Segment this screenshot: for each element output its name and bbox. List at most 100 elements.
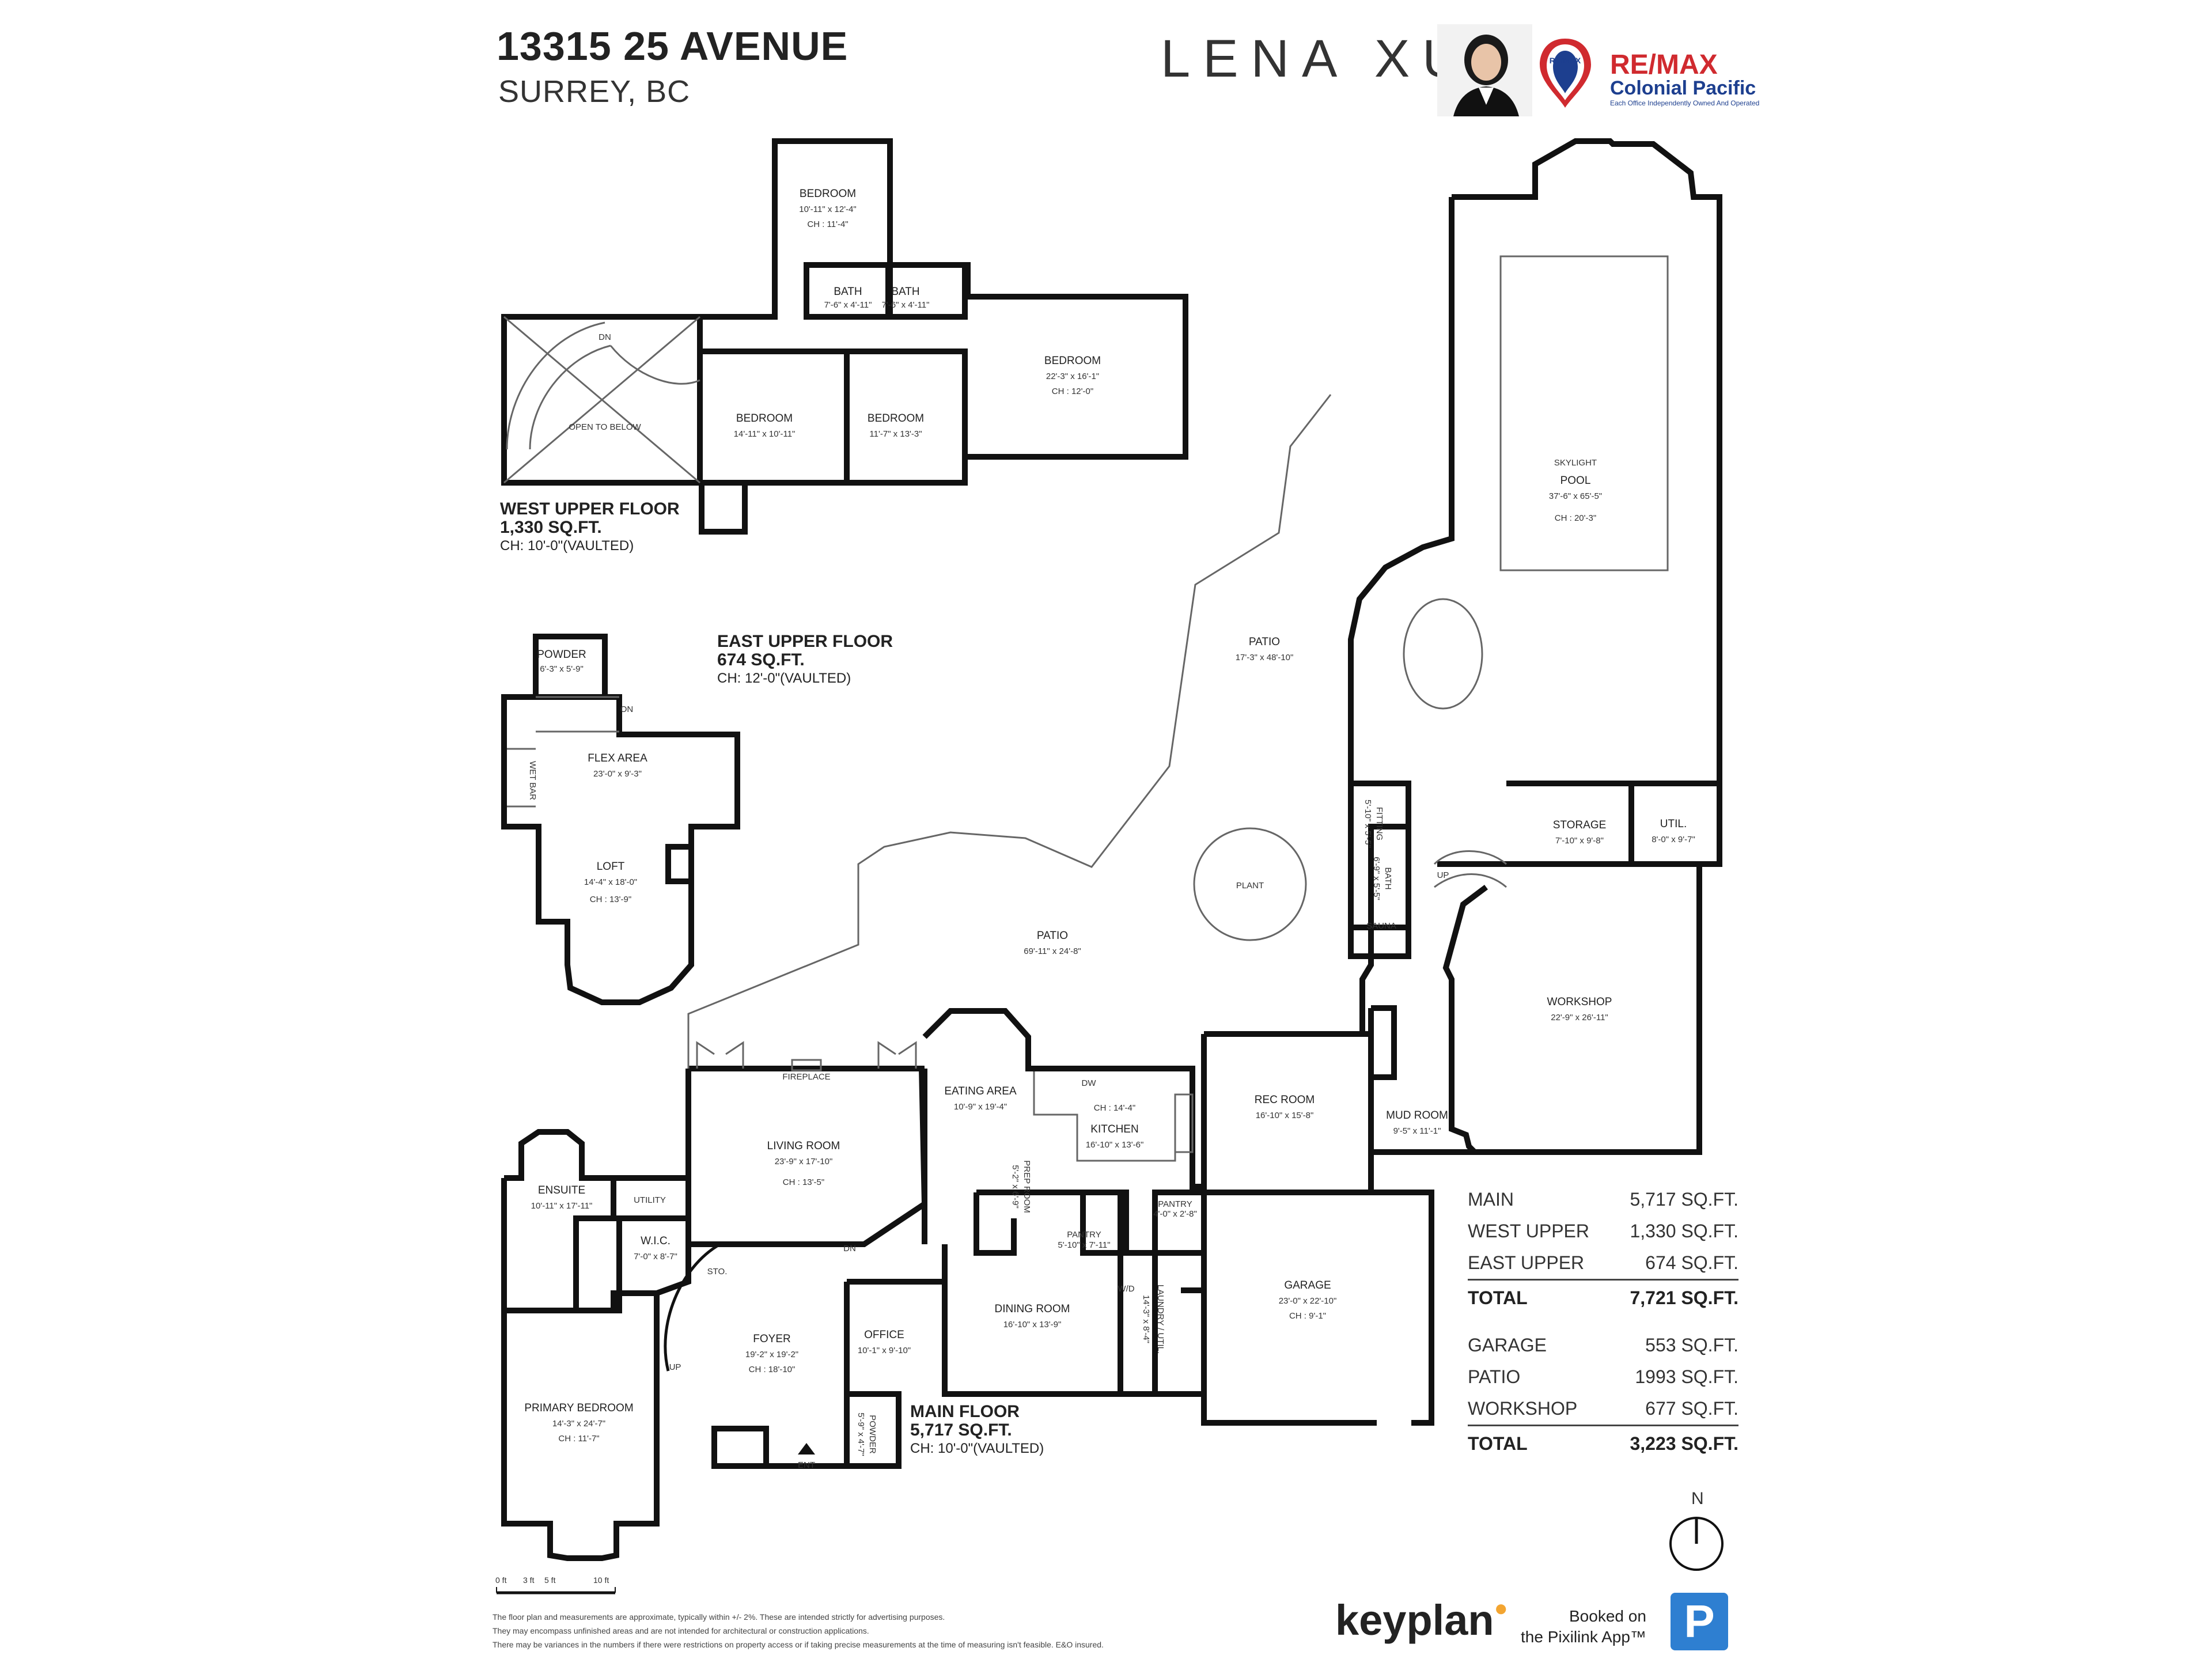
ensuite-dims: 10'-11" x 17'-11": [531, 1201, 593, 1211]
living-room-ch: CH : 13'-5": [783, 1177, 824, 1187]
storage-name: STORAGE: [1553, 819, 1607, 831]
area-value: 1,330 SQ.FT.: [1630, 1221, 1738, 1241]
primary-bedroom-ch: CH : 11'-7": [558, 1434, 599, 1444]
eu-loft-dims: 14'-4" x 18'-0": [584, 877, 637, 887]
disclaimer-line: The floor plan and measurements are appr…: [493, 1612, 945, 1622]
booked-line-1: Booked on: [1569, 1607, 1646, 1625]
kitchen-ch: CH : 14'-4": [1094, 1103, 1135, 1113]
kitchen-name: KITCHEN: [1090, 1123, 1138, 1135]
wu-open-to-below-label: OPEN TO BELOW: [569, 422, 641, 432]
dining-room-name: DINING ROOM: [995, 1303, 1070, 1315]
brokerage-name-part-b: MAX: [1656, 50, 1718, 80]
fitting-name: FITTING: [1374, 807, 1384, 840]
ensuite-name: ENSUITE: [538, 1184, 585, 1196]
area-label: EAST UPPER: [1468, 1252, 1585, 1273]
eating-area-name: EATING AREA: [944, 1085, 1017, 1097]
laundry-name: LAUNDRY / UTIL.: [1156, 1285, 1165, 1354]
living-room-dims: 23'-9" x 17'-10": [775, 1157, 833, 1166]
kitchen-dims: 16'-10" x 13'-6": [1086, 1140, 1144, 1150]
rec-room-name: REC ROOM: [1255, 1094, 1315, 1106]
mud-room-name: MUD ROOM: [1386, 1109, 1448, 1122]
scale-label-10: 10 ft: [593, 1575, 609, 1585]
area-total-value: 3,223 SQ.FT.: [1630, 1433, 1738, 1454]
fireplace-label: FIREPLACE: [782, 1072, 830, 1082]
pantry-2-dims: 4'-0" x 2'-8": [1153, 1209, 1197, 1219]
room-labels: BEDROOM 10'-11" x 12'-4" CH : 11'-4" BAT…: [524, 188, 1695, 1470]
prep-room-dims: 5'-2" x 6'-9": [1010, 1165, 1020, 1209]
east-upper-floor-title: EAST UPPER FLOOR: [717, 632, 893, 651]
main-floor-title: MAIN FLOOR: [910, 1402, 1020, 1421]
up-workshop-label: UP: [1437, 870, 1449, 880]
area-value: 674 SQ.FT.: [1645, 1252, 1738, 1273]
area-total-row: TOTAL 3,223 SQ.FT.: [1468, 1425, 1738, 1461]
patio-2-dims: 69'-11" x 24'-8": [1024, 946, 1081, 956]
area-label: MAIN: [1468, 1189, 1514, 1210]
util-dims: 8'-0" x 9'-7": [1652, 835, 1695, 844]
main-floor-ceiling: CH: 10'-0"(VAULTED): [910, 1441, 1044, 1456]
east-upper-floor-caption: EAST UPPER FLOOR 674 SQ.FT. CH: 12'-0"(V…: [717, 632, 893, 688]
plant-label: PLANT: [1236, 881, 1264, 891]
garage-ch: CH : 9'-1": [1289, 1311, 1326, 1321]
foyer-dims: 19'-2" x 19'-2": [745, 1350, 798, 1359]
entry-arrow-icon: [798, 1443, 815, 1455]
scale-label-3: 3 ft: [523, 1575, 535, 1585]
sto-label: STO.: [707, 1267, 728, 1277]
eating-area-dims: 10'-9" x 19'-4": [954, 1102, 1007, 1112]
main-floor-caption: MAIN FLOOR 5,717 SQ.FT. CH: 10'-0"(VAULT…: [910, 1403, 1044, 1458]
primary-bedroom-name: PRIMARY BEDROOM: [524, 1402, 633, 1414]
workshop-name: WORKSHOP: [1547, 996, 1612, 1008]
garage-name: GARAGE: [1284, 1279, 1331, 1291]
fitting-dims: 5'-10" x 5'-5": [1363, 800, 1373, 848]
pool-ch: CH : 20'-3": [1555, 513, 1596, 523]
rec-room-dims: 16'-10" x 15'-8": [1256, 1111, 1314, 1120]
dining-room-dims: 16'-10" x 13'-9": [1003, 1320, 1062, 1330]
brokerage-office: Colonial Pacific: [1610, 77, 1756, 99]
main-floor-walls: [501, 1008, 1434, 1561]
west-upper-floor-caption: WEST UPPER FLOOR 1,330 SQ.FT. CH: 10'-0"…: [500, 500, 680, 555]
eu-loft-name: LOFT: [597, 861, 625, 873]
util-name: UTIL.: [1660, 818, 1687, 830]
eu-wet-bar-label: WET BAR: [528, 761, 537, 800]
area-total-label: TOTAL: [1468, 1433, 1528, 1454]
eu-powder-name: POWDER: [537, 649, 586, 661]
area-value: 1993 SQ.FT.: [1635, 1366, 1738, 1387]
scale-label-0: 0 ft: [495, 1575, 507, 1585]
patio-1-dims: 17'-3" x 48'-10": [1236, 653, 1294, 662]
wu-bedroom-4-name: BEDROOM: [868, 412, 924, 425]
wd-label: W/D: [1118, 1284, 1134, 1294]
pantry-1-dims: 5'-10" x 7'-11": [1058, 1240, 1110, 1250]
powder-main-name: POWDER: [868, 1415, 877, 1454]
wu-bedroom-2-ch: CH : 12'-0": [1052, 387, 1093, 396]
north-label: N: [1691, 1489, 1704, 1508]
brokerage-tagline: Each Office Independently Owned And Oper…: [1610, 99, 1760, 107]
area-label: GARAGE: [1468, 1335, 1547, 1355]
disclaimer: The floor plan and measurements are appr…: [493, 1610, 1299, 1652]
wu-bath-1-name: BATH: [834, 286, 862, 298]
pool-dims: 37'-6" x 65'-5": [1549, 491, 1602, 501]
disclaimer-line: They may encompass unfinished areas and …: [493, 1626, 869, 1635]
pool-building-walls: [1348, 138, 1722, 1155]
wu-bedroom-4-dims: 11'-7" x 13'-3": [869, 429, 922, 439]
booked-line-2: the Pixilink App™: [1521, 1628, 1646, 1646]
ent-label: ENT: [798, 1460, 815, 1470]
utility-label: UTILITY: [634, 1195, 666, 1205]
keyplan-text: keyplan: [1335, 1596, 1494, 1644]
wu-bedroom-3-name: BEDROOM: [736, 412, 793, 425]
west-upper-floor-ceiling: CH: 10'-0"(VAULTED): [500, 538, 634, 554]
eu-flex-area-name: FLEX AREA: [588, 752, 647, 764]
area-label: WEST UPPER: [1468, 1221, 1589, 1241]
wu-bedroom-1-dims: 10'-11" x 12'-4": [799, 204, 857, 214]
wu-bath-2-name: BATH: [891, 286, 919, 298]
keyplan-flame-icon: ●: [1494, 1596, 1508, 1621]
laundry-dims: 14'-3" x 8'-4": [1141, 1295, 1151, 1343]
area-label: PATIO: [1468, 1366, 1521, 1387]
disclaimer-line: There may be variances in the numbers if…: [493, 1640, 1104, 1649]
brokerage-name: RE/MAX: [1610, 49, 1718, 81]
agent-name: LENA XU: [1161, 29, 1474, 88]
office-name: OFFICE: [864, 1329, 904, 1341]
dw-label: DW: [1082, 1078, 1097, 1088]
pantry-1-name: PANTRY: [1067, 1230, 1101, 1240]
area-row: PATIO 1993 SQ.FT.: [1468, 1361, 1738, 1393]
